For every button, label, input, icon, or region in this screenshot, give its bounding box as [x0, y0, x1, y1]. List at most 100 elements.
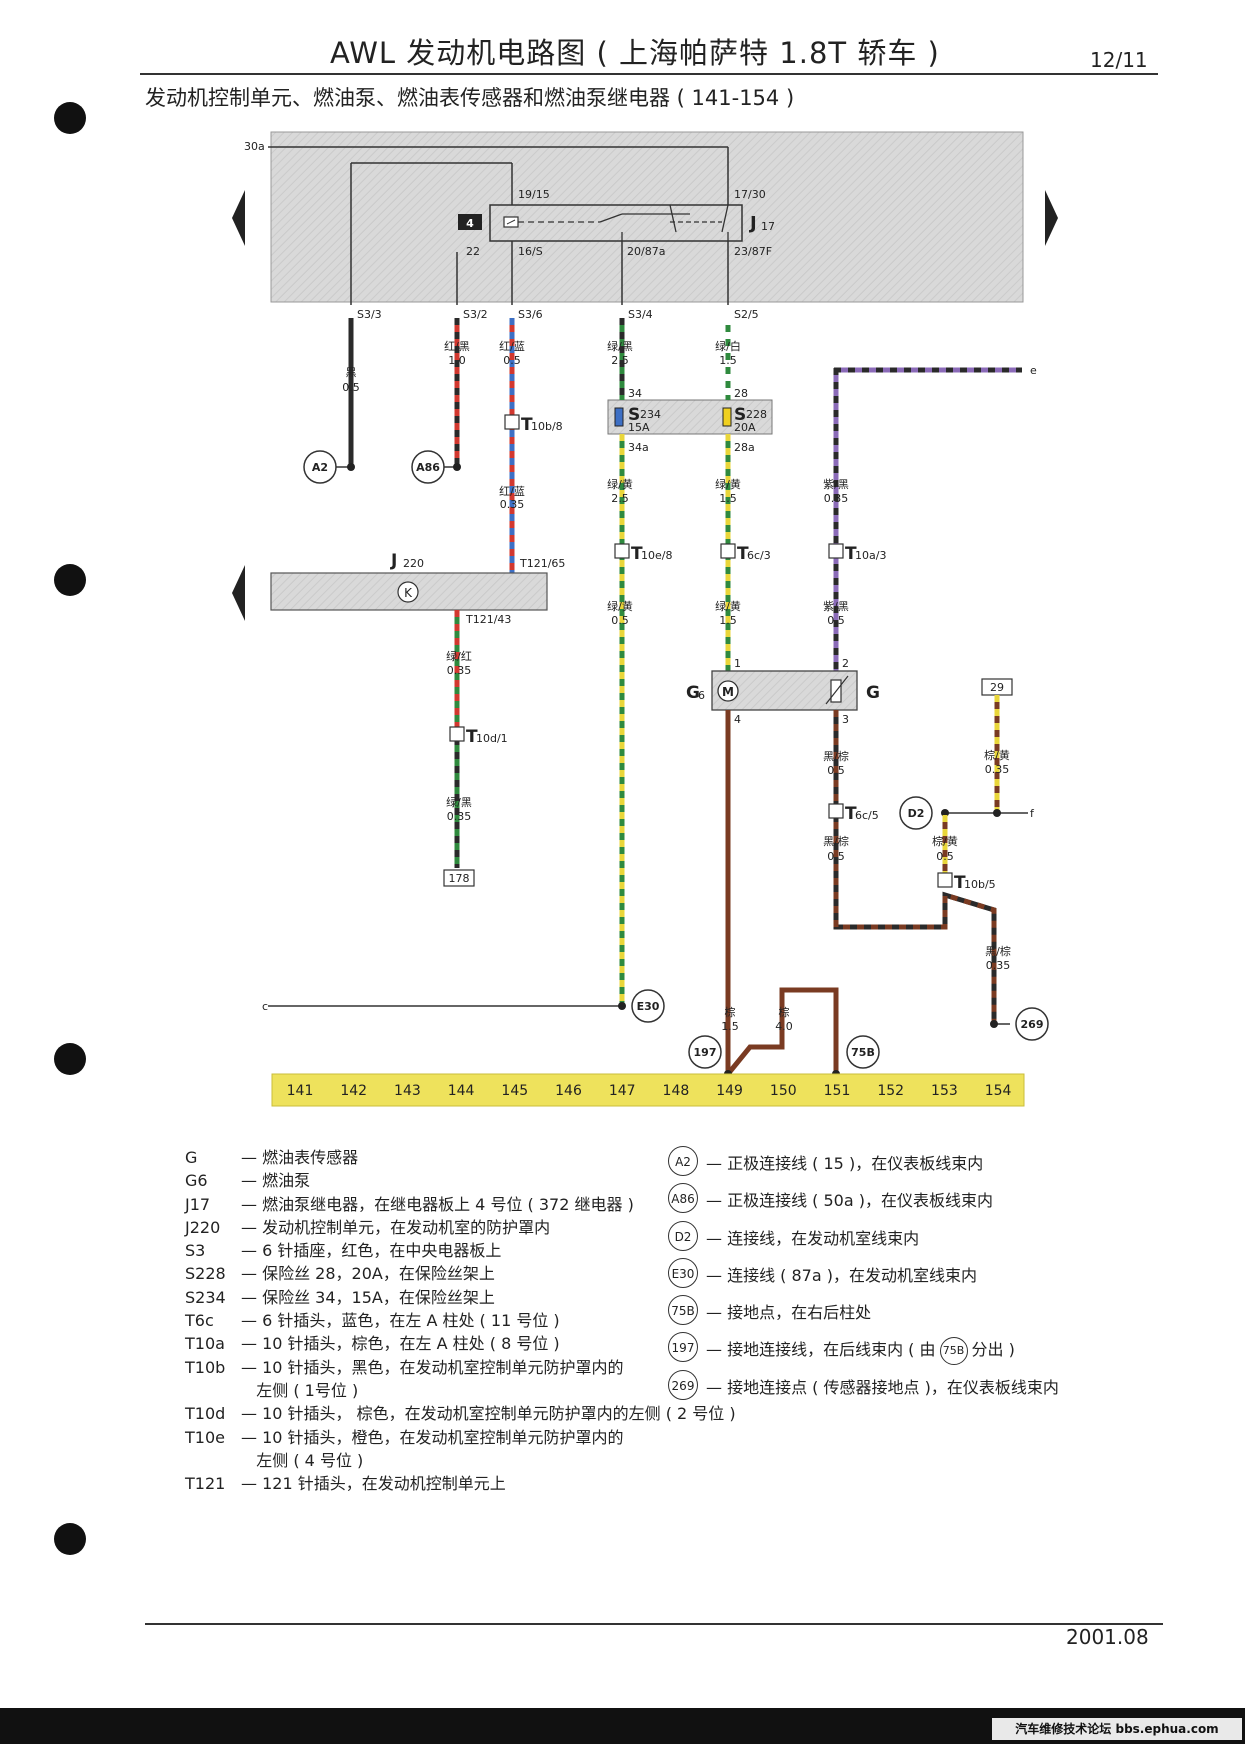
diagram-shape: [618, 1002, 626, 1010]
diagram-label: T: [521, 415, 533, 435]
diagram-label: 0.5: [936, 850, 954, 863]
diagram-label: 绿/黄: [607, 477, 633, 491]
legend-desc: — 接地点，在右后柱处: [706, 1299, 871, 1323]
legend-row: S234— 保险丝 34，15A，在保险丝架上: [185, 1286, 736, 1309]
diagram-label: 6: [698, 689, 705, 702]
relay-name: J: [748, 213, 757, 234]
diagram-label: 1.5: [719, 492, 737, 505]
diagram-shape: [993, 809, 1001, 817]
rail-label: 30a: [244, 140, 265, 153]
connection-badge: D2: [668, 1220, 698, 1251]
forum-watermark: 汽车维修技术论坛 bbs.ephua.com: [992, 1718, 1242, 1740]
diagram-label: 0.35: [824, 492, 849, 505]
diagram-label: 234: [640, 408, 661, 421]
diagram-label: G: [686, 683, 700, 703]
legend-row: G6— 燃油泵: [185, 1169, 736, 1192]
diagram-label: 棕/黄: [932, 834, 958, 848]
page-subtitle: 发动机控制单元、燃油泵、燃油表传感器和燃油泵继电器 ( 141-154 ): [145, 86, 795, 110]
diagram-label: 0.35: [447, 810, 472, 823]
relay-pin: 16/S: [518, 245, 543, 258]
track-number: 153: [931, 1083, 958, 1099]
track-number: 152: [877, 1083, 904, 1099]
diagram-label: 197: [694, 1046, 717, 1059]
page-title: AWL 发动机电路图 ( 上海帕萨特 1.8T 轿车 ): [330, 36, 940, 70]
wiring-diagram: 30a 4 J 17 19/15 17/30 16/S 20/87a 23/87…: [232, 131, 1058, 1107]
relay-pin: 22: [466, 245, 480, 258]
connection-badge: A86: [668, 1183, 698, 1214]
diagram-label: S: [734, 405, 746, 425]
relay-pin: 17/30: [734, 188, 766, 201]
legend-desc: — 正极连接线 ( 15 )，在仪表板线束内: [706, 1150, 983, 1174]
track-number: 148: [663, 1083, 690, 1099]
central-electrics-panel: [270, 131, 1024, 303]
legend-desc: — 燃油泵: [241, 1171, 311, 1191]
diagram-label: D2: [908, 807, 925, 820]
diagram-label: 6c/5: [855, 809, 879, 822]
diagram-label: 2.5: [611, 492, 629, 505]
diagram-label: T: [954, 873, 966, 893]
legend-row: T10b— 10 针插头，黑色，在发动机室控制单元防护罩内的: [185, 1356, 736, 1379]
legend-code: G: [185, 1148, 198, 1167]
legend-row: 左侧 ( 4 号位 ): [185, 1449, 736, 1472]
connector-t10d1: [449, 726, 465, 742]
diagram-label: c: [262, 1000, 268, 1013]
binder-hole: [54, 1523, 86, 1555]
track-number: 149: [716, 1083, 743, 1099]
circle-a2: [303, 450, 337, 484]
track-number: 145: [501, 1083, 528, 1099]
legend-code: J220: [185, 1217, 221, 1237]
s3-pin: S3/4: [628, 308, 653, 321]
legend-desc-text: — 接地连接线，在后线束内 ( 由: [706, 1340, 936, 1360]
legend-code: S228: [185, 1264, 226, 1284]
fuse-s234: [614, 407, 624, 427]
box-178: [443, 869, 475, 887]
diagram-label: S: [628, 405, 640, 425]
legend-desc: — 保险丝 34，15A，在保险丝架上: [241, 1287, 495, 1307]
legend-desc: — 10 针插头，棕色，在左 A 柱处 ( 8 号位 ): [241, 1334, 560, 1354]
diagram-label: 紫/黑: [823, 600, 849, 613]
track-number: 142: [340, 1083, 367, 1099]
diagram-label: 1.5: [719, 354, 737, 367]
footer-date: 2001.08: [1066, 1625, 1149, 1649]
diagram-label: E30: [637, 1000, 660, 1013]
diagram-label: K: [404, 586, 413, 600]
connection-badge: 75B: [668, 1295, 698, 1326]
track-number: 154: [985, 1083, 1012, 1099]
diagram-label: 绿/黑: [446, 795, 472, 809]
legend-row: T6c— 6 针插头，蓝色，在左 A 柱处 ( 11 号位 ): [185, 1309, 736, 1332]
diagram-label: 黑/棕: [823, 834, 849, 848]
diagram-label: 2.5: [611, 354, 629, 367]
s3-pin: S3/2: [463, 308, 488, 321]
legend-desc: — 10 针插头，橙色，在发动机室控制单元防护罩内的: [241, 1427, 624, 1447]
diagram-label: T: [631, 544, 643, 564]
diagram-label: 28: [734, 387, 748, 400]
s3-pin: S3/6: [518, 308, 543, 321]
diagram-label: 棕: [779, 1005, 790, 1019]
legend-code: S3: [185, 1241, 206, 1261]
track-number: 146: [555, 1083, 582, 1099]
legend-desc: — 连接线，在发动机室线束内: [706, 1225, 919, 1249]
diagram-label: 6c/3: [747, 549, 771, 562]
diagram-label: 4.0: [775, 1020, 793, 1033]
fuse-holder: [607, 399, 773, 435]
legend-code: T10a: [185, 1334, 225, 1354]
diagram-label: 棕/黄: [984, 748, 1010, 762]
connector-t6c5: [828, 803, 844, 819]
legend-row: T121— 121 针插头，在发动机控制单元上: [185, 1472, 736, 1495]
circle-197: [688, 1035, 722, 1069]
diagram-label: 绿/黑: [607, 339, 633, 353]
diagram-label: 1.0: [448, 354, 466, 367]
legend-code: T10b: [185, 1357, 226, 1377]
diagram-label: 34: [628, 387, 642, 400]
diagram-label: 15A: [628, 421, 650, 434]
track-number: 141: [287, 1083, 314, 1099]
legend-desc-text: — 连接线 ( 87a )，在发动机室线束内: [706, 1265, 977, 1285]
track-number: 150: [770, 1083, 797, 1099]
connector-t6c3: [720, 543, 736, 559]
legend-desc: — 10 针插头， 棕色，在发动机室控制单元防护罩内的左侧 ( 2 号位 ): [241, 1404, 736, 1424]
diagram-label: T: [845, 804, 857, 824]
diagram-label: T121/43: [465, 613, 511, 626]
legend-desc: — 121 针插头，在发动机控制单元上: [241, 1474, 506, 1494]
diagram-label: 红/蓝: [499, 340, 525, 353]
